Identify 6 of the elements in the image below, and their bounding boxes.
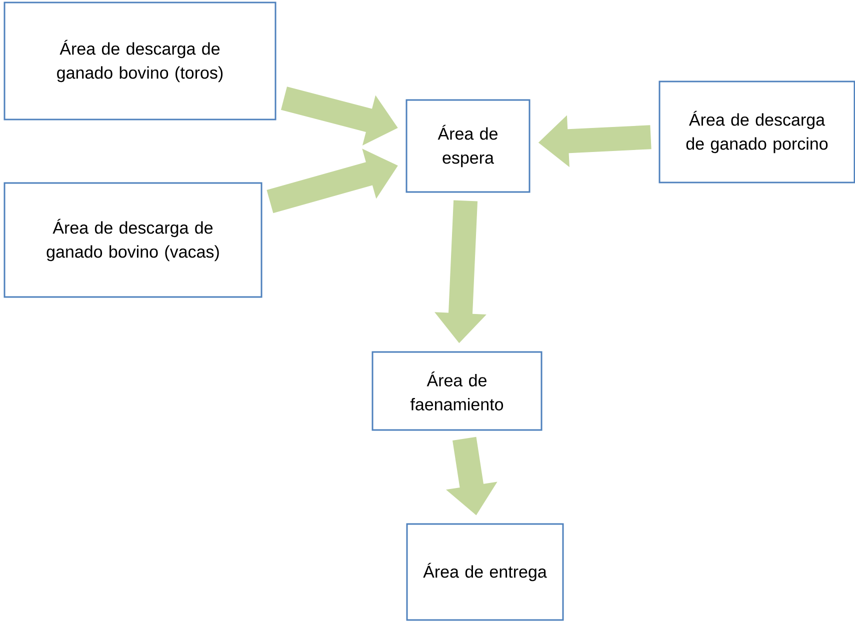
process-box: Área de descarga de ganado bovino (toros) — [4, 2, 276, 120]
process-box: Área de entrega — [406, 523, 564, 621]
process-box: Área de faenamiento — [372, 351, 542, 431]
process-box: Área de espera — [406, 99, 530, 193]
process-box: Área de descarga de ganado bovino (vacas) — [4, 182, 262, 298]
process-box: Área de descarga de ganado porcino — [658, 80, 855, 184]
